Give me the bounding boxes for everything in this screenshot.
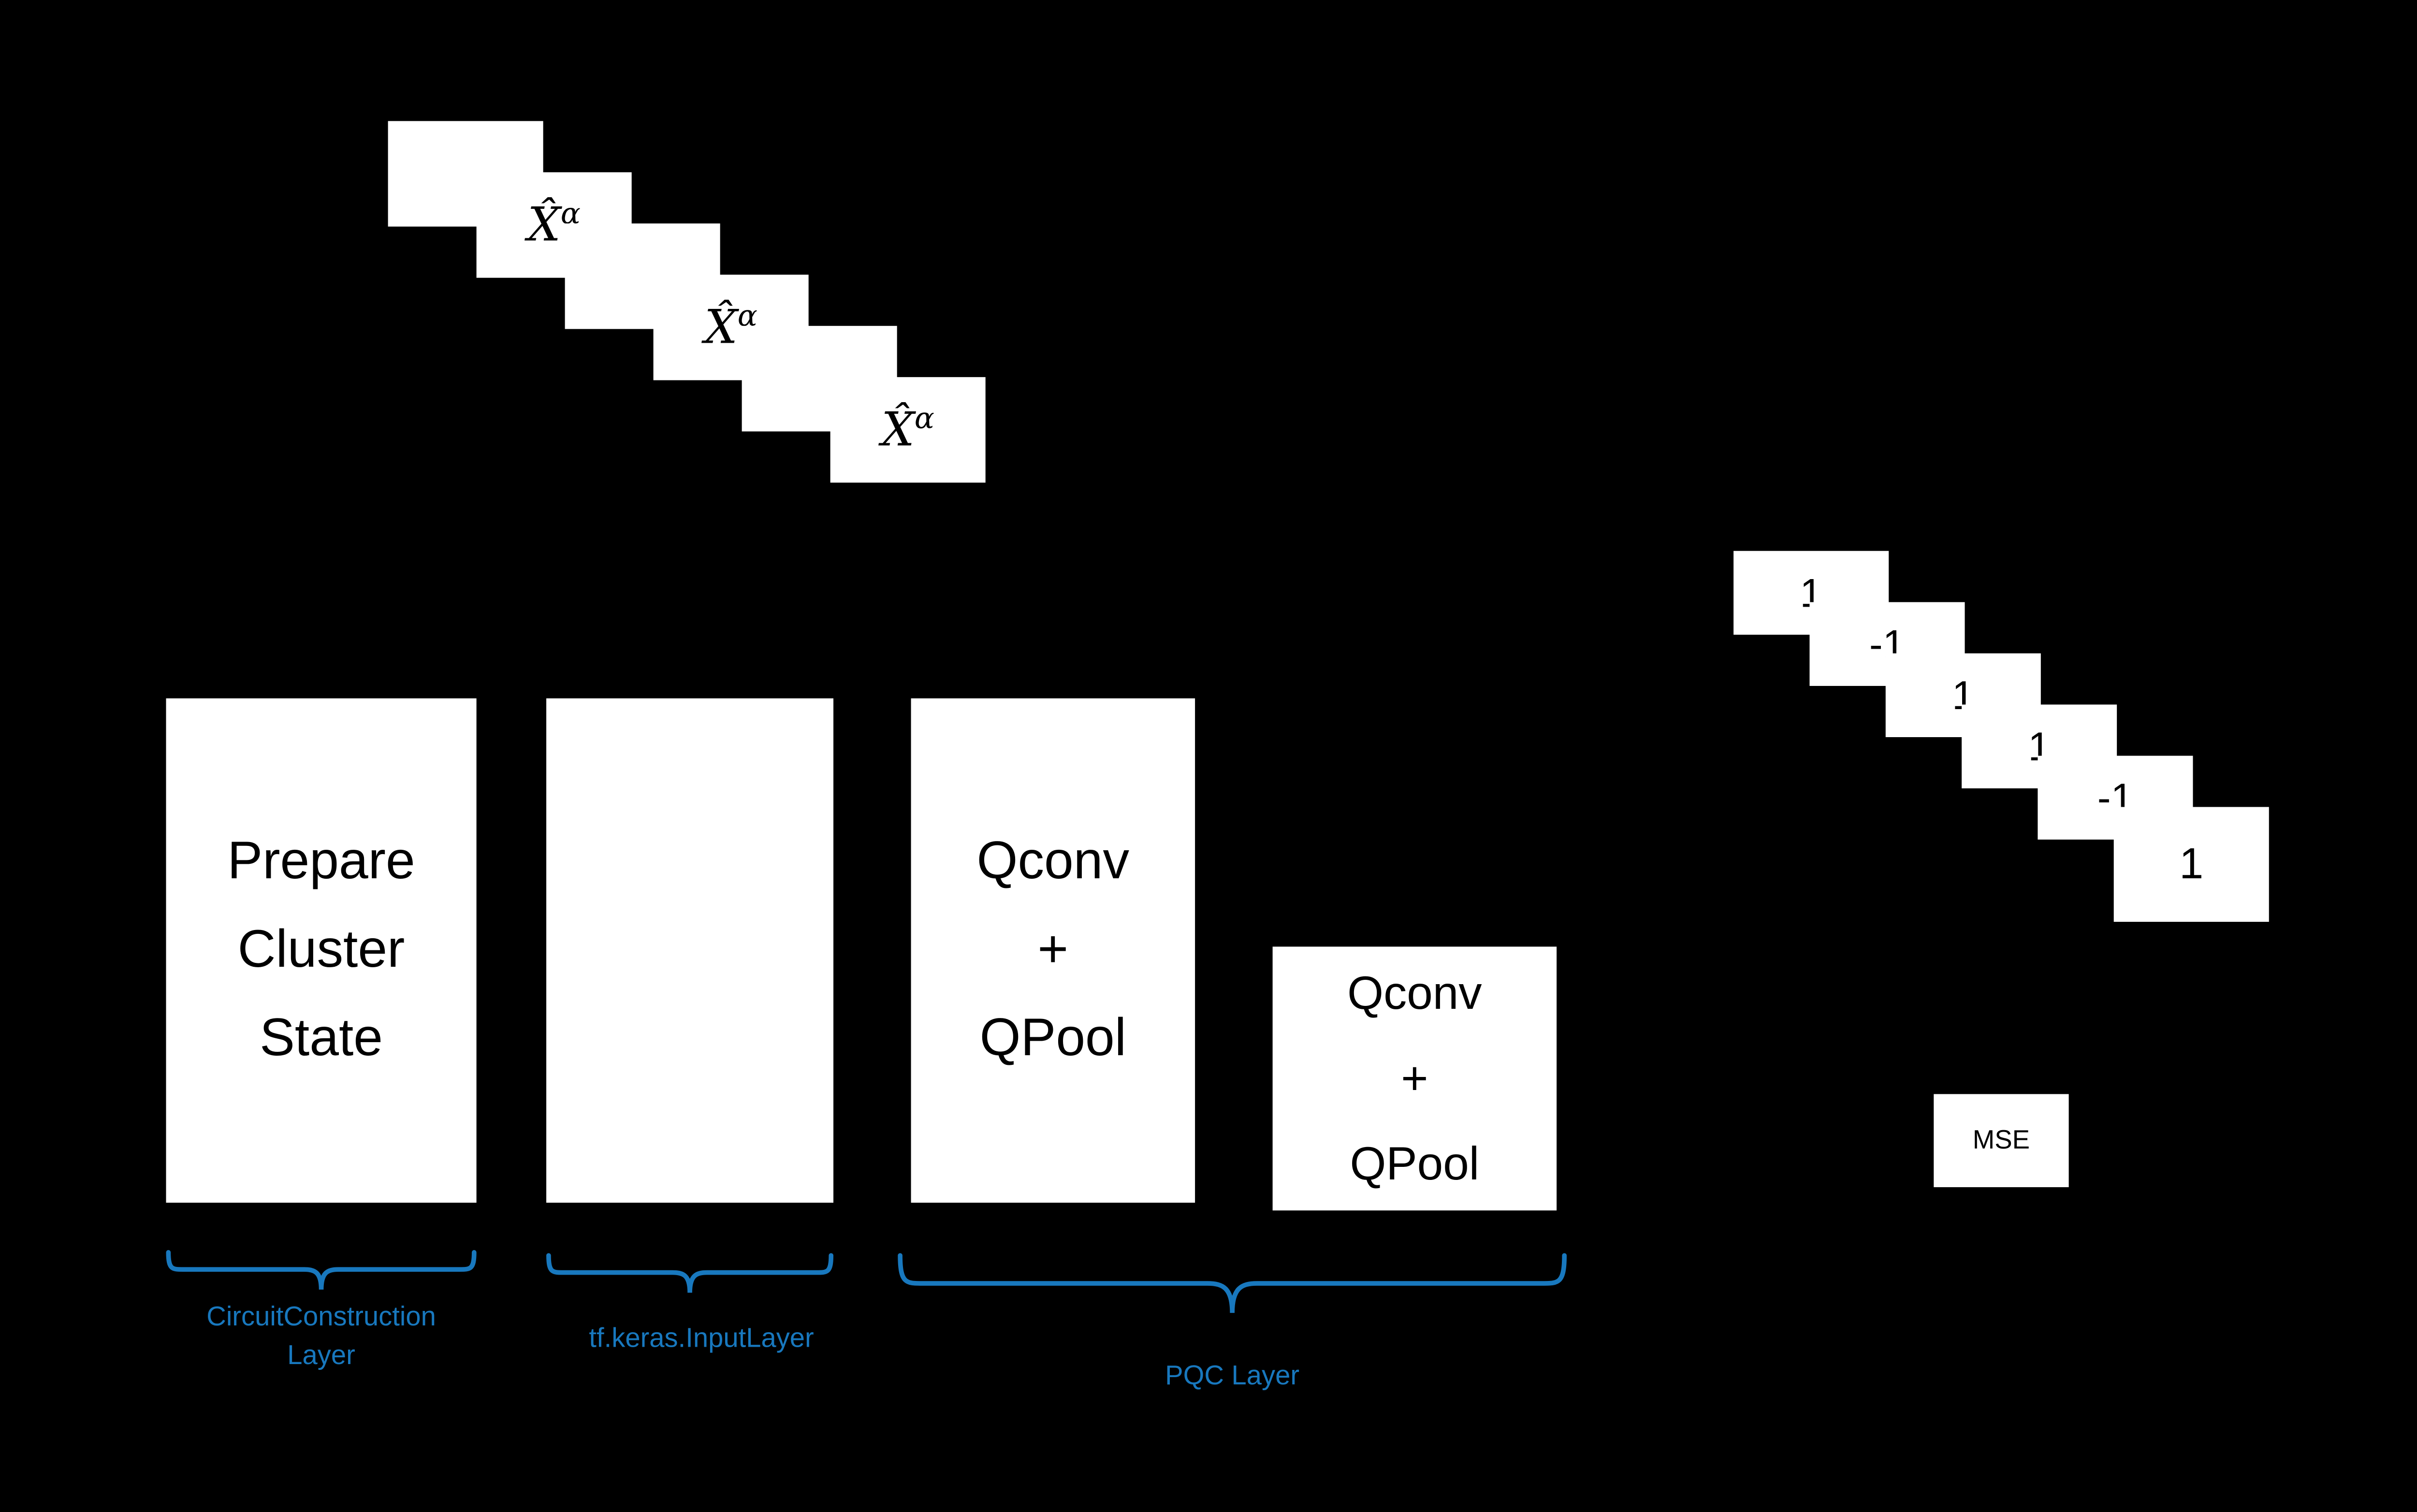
brace-input-layer [546, 1253, 834, 1293]
qconv1-line: QPool [979, 1008, 1127, 1068]
annotation-line: CircuitConstruction [206, 1300, 436, 1332]
circuit-construction-layer-label: CircuitConstruction Layer [104, 1297, 539, 1375]
qconv2-line: QPool [1350, 1138, 1480, 1190]
output-card-6: 1 [2113, 807, 2269, 922]
input-card-6: X̂α [830, 377, 986, 483]
x-hat-alpha-label: X̂α [527, 197, 581, 253]
mse-loss-box: MSE [1934, 1094, 2069, 1188]
prepare-box-line: Prepare [227, 831, 415, 891]
prepare-box-line: Cluster [237, 920, 405, 979]
prepare-cluster-state-box: Prepare Cluster State [166, 698, 477, 1203]
annotation-line: tf.keras.InputLayer [589, 1322, 814, 1353]
brace-pqc-layer [898, 1253, 1567, 1313]
input-layer-box [546, 698, 834, 1203]
output-value: 1 [2179, 839, 2204, 888]
annotation-line: PQC Layer [1165, 1359, 1300, 1391]
qconv2-line: Qconv [1347, 967, 1482, 1019]
x-hat-alpha-label: X̂α [881, 402, 935, 458]
annotation-line: Layer [287, 1339, 355, 1370]
brace-circuit-construction [166, 1250, 477, 1290]
qconv-qpool-box-2: Qconv + QPool [1272, 946, 1557, 1211]
mse-label: MSE [1972, 1125, 2030, 1155]
qconv-qpool-box-1: Qconv + QPool [911, 698, 1195, 1203]
prepare-box-line: State [260, 1008, 383, 1068]
qconv2-line: + [1401, 1053, 1428, 1105]
qconv1-line: + [1037, 920, 1069, 979]
pqc-layer-label: PQC Layer [1077, 1356, 1387, 1395]
tf-keras-inputlayer-label: tf.keras.InputLayer [515, 1319, 888, 1358]
qconv1-line: Qconv [976, 831, 1130, 891]
